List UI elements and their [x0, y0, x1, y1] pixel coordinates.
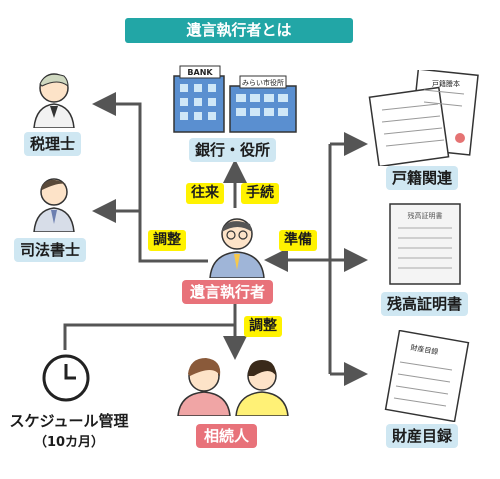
- balance-certificate-label: 残高証明書: [381, 292, 469, 316]
- bank-sign: BANK: [187, 68, 213, 77]
- balance-certificate-document-icon: 残高証明書: [389, 203, 461, 285]
- asset-list-label: 財産目録: [386, 424, 459, 448]
- tag-adjust-left: 調整: [148, 230, 186, 251]
- judicial-scrivener-label: 司法書士: [14, 238, 87, 262]
- family-register-document-icon: 戸籍謄本: [368, 70, 479, 166]
- bank-office-label: 銀行・役所: [189, 138, 277, 162]
- family-register-label: 戸籍関連: [386, 166, 459, 190]
- schedule-title: スケジュール管理: [9, 412, 129, 430]
- judicial-scrivener-figure: [33, 178, 75, 232]
- office-sign: みらい市役所: [242, 78, 284, 87]
- tag-adjust-bottom: 調整: [244, 316, 282, 337]
- executor-figure: [209, 218, 265, 278]
- clock-icon: [42, 354, 90, 402]
- schedule-duration: （10カ月）: [33, 435, 105, 450]
- schedule-label: スケジュール管理 （10カ月）: [5, 410, 133, 450]
- asset-list-document-icon: 財産目録: [384, 330, 470, 422]
- tax-accountant-label: 税理士: [24, 132, 82, 156]
- tag-procedure: 手続: [241, 183, 279, 204]
- balance-doc-title: 残高証明書: [408, 211, 443, 220]
- tax-accountant-figure: [33, 73, 75, 128]
- bank-building-icon: BANK みらい市役所: [173, 65, 297, 133]
- executor-label: 遺言執行者: [182, 280, 274, 304]
- diagram-title: 遺言執行者とは: [125, 18, 353, 43]
- register-doc-title: 戸籍謄本: [432, 79, 460, 88]
- heirs-label: 相続人: [196, 424, 258, 448]
- heirs-figure: [177, 358, 289, 416]
- tag-visit: 往来: [186, 183, 224, 204]
- tag-prepare: 準備: [279, 230, 317, 251]
